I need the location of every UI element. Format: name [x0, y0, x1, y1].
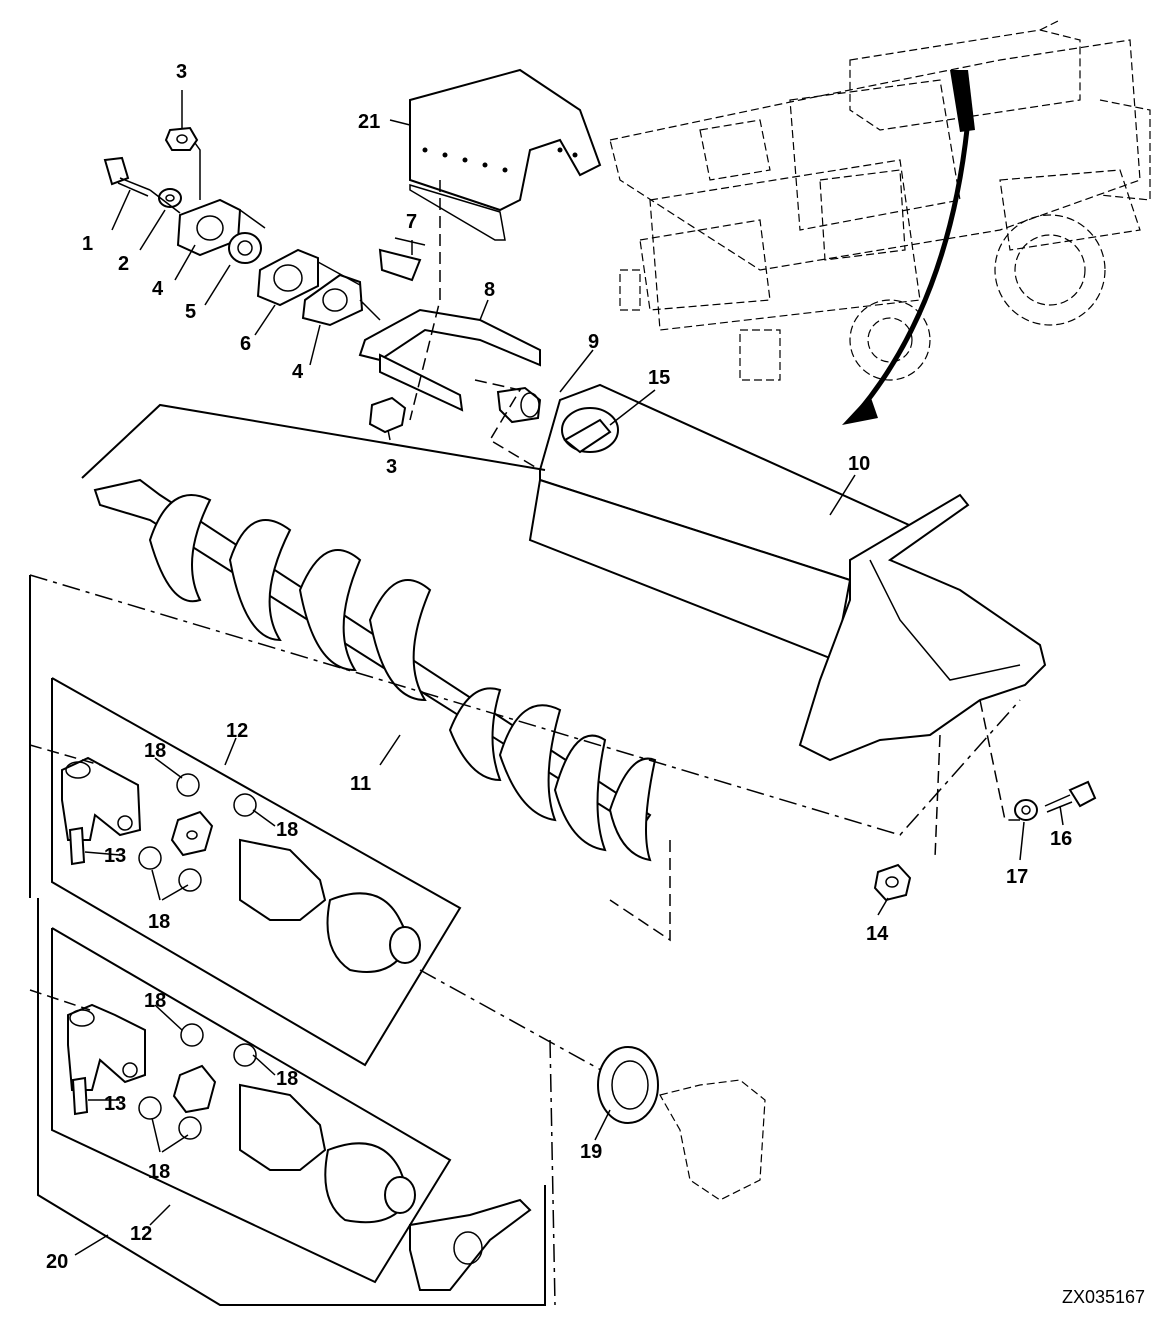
callout-18-b: 18 [276, 819, 298, 841]
removal-direction-arrow [842, 70, 975, 425]
leader-lines [74, 90, 1064, 1256]
callout-18-c: 18 [148, 911, 170, 933]
callout-14: 14 [866, 923, 889, 945]
callout-21: 21 [358, 111, 380, 133]
callout-18-f: 18 [148, 1161, 170, 1183]
callout-5: 5 [185, 301, 196, 323]
callout-3-bottom: 3 [386, 456, 397, 478]
callout-19: 19 [580, 1141, 602, 1163]
callout-13-upper: 13 [104, 845, 126, 867]
callout-10: 10 [848, 453, 870, 475]
callout-15: 15 [648, 367, 670, 389]
bearing-assembly [103, 126, 542, 434]
callout-18-e: 18 [276, 1068, 298, 1090]
callout-17: 17 [1006, 866, 1028, 888]
hardware-parts [597, 780, 1097, 1201]
callout-20: 20 [46, 1251, 68, 1273]
shield-part-21 [409, 68, 602, 241]
callout-7: 7 [406, 211, 417, 233]
callout-16: 16 [1050, 828, 1072, 850]
callout-2: 2 [118, 253, 129, 275]
callout-4-bottom: 4 [292, 361, 304, 383]
callout-12-upper: 12 [226, 720, 248, 742]
callout-9: 9 [588, 331, 599, 353]
machine-phantom-outline [609, 19, 1151, 381]
callout-8: 8 [484, 279, 495, 301]
auger-housing-part-10 [528, 383, 1047, 762]
callout-1: 1 [82, 233, 93, 255]
callout-labels: 1 2 3 3 4 4 5 6 7 8 9 10 11 12 12 13 13 … [46, 61, 1072, 1273]
auger-screw-part-11 [93, 478, 657, 862]
callout-12-lower: 12 [130, 1223, 152, 1245]
driveshaft-group-upper-12 [61, 756, 421, 973]
driveshaft-group-lower-12 [67, 1003, 532, 1291]
callout-18-d: 18 [144, 990, 166, 1012]
group-boundary-lines [29, 403, 546, 1306]
callout-4-top: 4 [152, 278, 164, 300]
callout-6: 6 [240, 333, 251, 355]
alignment-lines [29, 180, 1021, 1306]
callout-11: 11 [350, 773, 371, 795]
callout-3-top: 3 [176, 61, 187, 83]
figure-reference-id: ZX035167 [1062, 1287, 1145, 1307]
callout-13-lower: 13 [104, 1093, 126, 1115]
callout-18-a: 18 [144, 740, 166, 762]
